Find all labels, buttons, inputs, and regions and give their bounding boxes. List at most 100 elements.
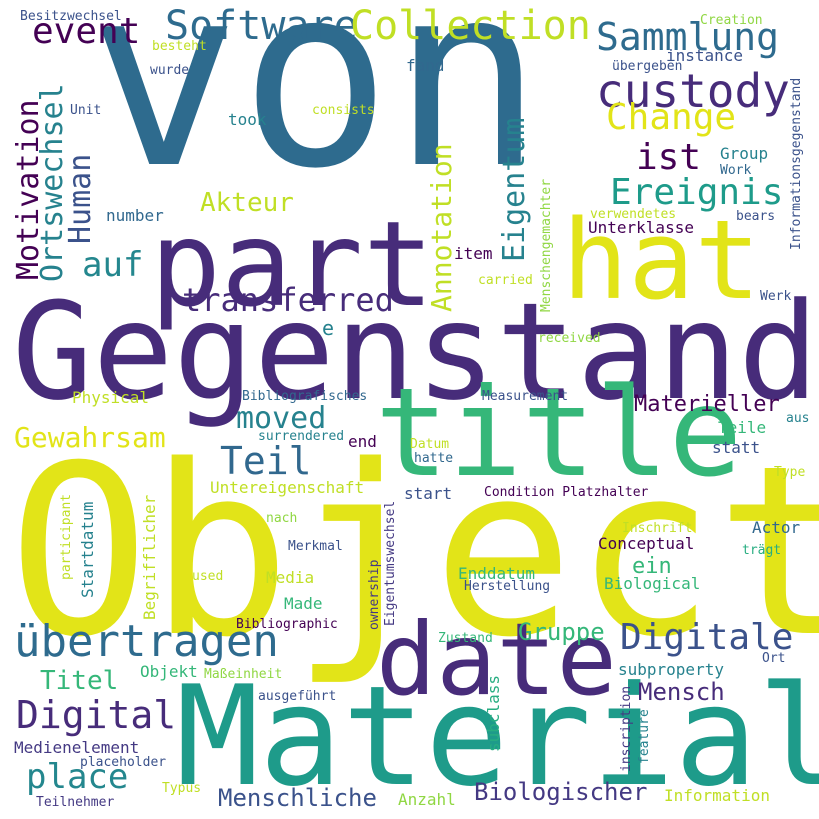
- word-enddatum: Enddatum: [458, 564, 536, 583]
- word-teil: Teil: [220, 439, 312, 483]
- word-objekt: Objekt: [140, 662, 198, 681]
- word-software: Software: [165, 3, 358, 49]
- word-mensch: Mensch: [638, 678, 725, 706]
- word-titel: Titel: [40, 666, 119, 696]
- word-media: Media: [266, 568, 315, 587]
- word-bibliographic: Bibliographic: [236, 617, 338, 632]
- word-information: Information: [664, 786, 770, 805]
- word-akteur: Akteur: [200, 188, 294, 218]
- word-group: Group: [720, 144, 769, 163]
- word-participant: participant: [59, 493, 74, 580]
- word-biologischer: Biologischer: [474, 778, 648, 806]
- word-gruppe: Gruppe: [518, 618, 605, 646]
- word-fand: fand: [406, 56, 445, 75]
- word-subclass: subclass: [484, 674, 503, 752]
- word-subproperty: subproperty: [618, 660, 724, 679]
- word-carried: carried: [478, 273, 533, 288]
- word-surrendered: surrendered: [258, 429, 345, 444]
- word-date: date: [376, 601, 617, 718]
- word-eigentumswechsel: Eigentumswechsel: [383, 500, 398, 626]
- word-nach: nach: [266, 511, 298, 526]
- word-condition-platzhalter: Condition Platzhalter: [484, 486, 648, 499]
- word-werk: Werk: [760, 289, 792, 304]
- word-work: Work: [720, 163, 752, 178]
- word-event: event: [32, 11, 141, 52]
- word-uebergeben: übergeben: [612, 59, 683, 74]
- word-item: item: [454, 244, 493, 263]
- word-part: part: [150, 195, 435, 333]
- word-unit: Unit: [70, 103, 102, 118]
- word-besitzwechsel: Besitzwechsel: [20, 9, 122, 24]
- word-typus: Typus: [162, 781, 202, 796]
- word-ownership: ownership: [367, 559, 382, 630]
- word-end: end: [348, 432, 377, 451]
- word-object: Object: [8, 416, 819, 689]
- word-instance: instance: [666, 46, 744, 65]
- word-zustand: Zustand: [438, 631, 493, 646]
- word-feature: feature: [637, 709, 652, 764]
- word-verwendetes: verwendetes: [590, 207, 677, 222]
- word-actor: Actor: [752, 518, 801, 537]
- word-measurement: Measurement: [482, 389, 569, 404]
- word-digital: Digital: [16, 693, 177, 737]
- word-custody: custody: [596, 64, 790, 118]
- word-collection: Collection: [350, 3, 591, 49]
- word-unterklasse: Unterklasse: [588, 218, 694, 237]
- word-ist: ist: [636, 137, 702, 178]
- word-von: von: [88, 0, 544, 224]
- word-consists: consists: [312, 103, 375, 118]
- word-begrifflicher: Begrifflicher: [140, 494, 159, 620]
- word-auf: auf: [82, 245, 144, 285]
- word-uebertragen: übertragen: [14, 616, 279, 667]
- word-bibliografisches: Bibliografisches: [242, 389, 368, 404]
- word-sammlung: Sammlung: [596, 15, 780, 59]
- word-used: used: [192, 569, 224, 584]
- word-teile: Teile: [718, 418, 767, 437]
- word-placeholder: placeholder: [80, 755, 167, 770]
- word-biological: Biological: [604, 574, 701, 593]
- word-anzahl: Anzahl: [398, 790, 456, 809]
- word-number: number: [106, 206, 164, 225]
- word-materieller: Materieller: [634, 392, 780, 417]
- word-untereigenschaft: Untereigenschaft: [210, 478, 365, 497]
- word-aus: aus: [786, 411, 810, 426]
- word-made: Made: [284, 594, 323, 613]
- word-masseinheit: Maßeinheit: [204, 667, 283, 682]
- word-gewahrsam: Gewahrsam: [14, 421, 166, 454]
- word-material: Material: [176, 656, 819, 817]
- word-gegenstand: Gegenstand: [12, 274, 819, 430]
- word-ereignis: Ereignis: [610, 172, 784, 213]
- word-place: place: [26, 757, 129, 797]
- word-besteht: besteht: [152, 39, 207, 54]
- word-menschliche: Menschliche: [218, 784, 377, 812]
- word-title: title: [375, 362, 743, 504]
- word-digitale: Digitale: [620, 617, 794, 658]
- word-bears: bears: [736, 209, 776, 224]
- word-physical: Physical: [72, 388, 150, 407]
- word-e: e: [322, 316, 335, 340]
- word-annotation: Annotation: [425, 143, 458, 312]
- word-took: took: [228, 110, 267, 129]
- word-start: start: [404, 484, 453, 503]
- word-informationsgegenstand: Informationsgegenstand: [789, 77, 804, 250]
- word-human: Human: [63, 153, 98, 244]
- word-condition: Condition: [484, 485, 555, 500]
- word-transferred: transferred: [182, 281, 394, 319]
- word-change: Change: [606, 97, 737, 138]
- word-herstellung: Herstellung: [464, 579, 551, 594]
- word-statt: statt: [712, 438, 761, 457]
- word-platzhalter: Platzhalter: [562, 485, 649, 500]
- word-wurde: wurde: [150, 63, 190, 78]
- word-moved: moved: [236, 401, 327, 436]
- word-received: received: [538, 331, 601, 346]
- word-conceptual: Conceptual: [598, 534, 695, 553]
- word-creation: Creation: [700, 13, 763, 28]
- word-inschrift: Inschrift: [622, 521, 693, 536]
- word-traegt: trägt: [742, 543, 782, 558]
- word-medienelement: Medienelement: [14, 738, 140, 757]
- word-eigentum: Eigentum: [497, 117, 532, 263]
- word-hat: hat: [562, 196, 761, 324]
- word-startdatum: Startdatum: [78, 501, 97, 598]
- word-datum: Datum: [410, 437, 450, 452]
- word-type: Type: [774, 465, 806, 480]
